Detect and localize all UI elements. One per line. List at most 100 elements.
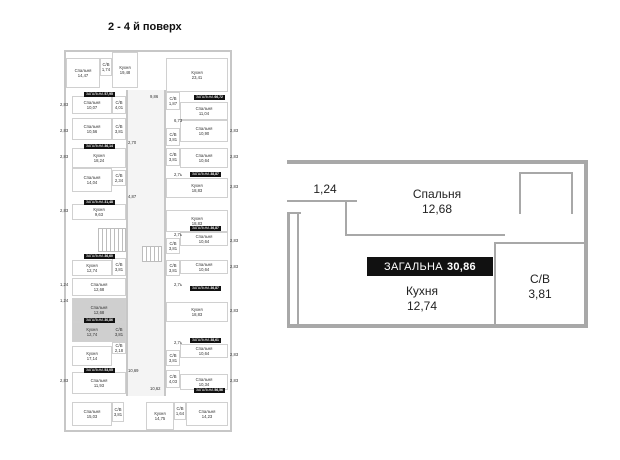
plan-total-tag-t11[interactable]: ЗАГАЛЬНА 53,05 [84, 368, 115, 373]
kitchen-label: Кухня 12,74 [357, 284, 487, 314]
plan-wall [64, 50, 232, 52]
plan-dimension-d25: 2,83 [230, 378, 239, 383]
plan-room-area: 3,81 [168, 137, 178, 142]
plan-total-tag-t10[interactable]: ЗАГАЛЬНА 38,61 [190, 338, 221, 343]
plan-dimension-d21: 2,83 [230, 352, 239, 357]
plan-room-area: 3,81 [114, 267, 124, 272]
plan-dimension-d9: 2,7ь [174, 172, 183, 177]
plan-dimension-d3: 2,70 [128, 140, 137, 145]
kitchen-name: Кухня [405, 284, 439, 298]
plan-dimension-d23: 2,83 [60, 378, 69, 383]
plan-tag-value: 53,05 [104, 368, 113, 372]
plan-room-area: 10,64 [198, 158, 210, 163]
plan-room-name: Кухня [86, 351, 98, 356]
plan-room-name: С/В [169, 132, 177, 137]
plan-total-tag-t9[interactable]: ЗАГАЛЬНА 30,86 [84, 318, 115, 323]
plan-total-tag-t12[interactable]: ЗАГАЛЬНА 56,56 [194, 388, 225, 393]
plan-room-name: Кухня [93, 153, 105, 158]
plan-room-area: 3,81 [168, 157, 178, 162]
bedroom-label: Спальня 12,68 [367, 187, 507, 217]
plan-room-area: 3,81 [114, 129, 124, 134]
plan-room-name: Спальня [74, 68, 92, 73]
plan-room-area: 11,04 [198, 111, 210, 116]
apt-wall-bottom [287, 324, 588, 328]
plan-tag-label: ЗАГАЛЬНА [196, 95, 215, 99]
plan-room-name: Кухня [93, 207, 105, 212]
plan-dimension-d4: 2,83 [230, 128, 239, 133]
plan-wall [64, 430, 232, 432]
plan-room-name: Спальня [195, 346, 213, 351]
plan-tag-label: ЗАГАЛЬНА [86, 318, 105, 322]
plan-room-name: Кухня [191, 183, 203, 188]
plan-wall [230, 50, 232, 430]
total-area-badge: ЗАГАЛЬНА 30,86 [367, 257, 493, 276]
plan-room-area: 10,90 [198, 131, 210, 136]
elevator-shaft [142, 246, 162, 262]
plan-room-area: 10,07 [86, 105, 98, 110]
plan-total-tag-t2[interactable]: ЗАГАЛЬНА 66,72 [194, 95, 225, 100]
total-area-value: 30,86 [446, 260, 476, 273]
total-area-label: ЗАГАЛЬНА [384, 260, 443, 273]
kitchen-area: 12,74 [406, 299, 438, 313]
plan-tag-label: ЗАГАЛЬНА [192, 226, 211, 230]
plan-room-name: Спальня [195, 377, 213, 382]
plan-room-area: 15,03 [86, 414, 98, 419]
plan-total-tag-t5[interactable]: ЗАГАЛЬНА 31,48 [84, 200, 115, 205]
plan-room-name: Кухня [154, 411, 166, 416]
plan-room-name: С/В [115, 100, 123, 105]
apt-wall-niche [571, 172, 573, 214]
plan-room-area: 9,63 [94, 212, 104, 217]
plan-room-name: С/В [169, 96, 177, 101]
plan-total-tag-t4[interactable]: ЗАГАЛЬНА 38,87 [190, 172, 221, 177]
apt-window-frame [297, 212, 299, 328]
plan-room-area: 2,18 [114, 348, 124, 353]
plan-room-name: Спальня [83, 124, 101, 129]
apt-wall-niche [519, 172, 521, 214]
plan-room-name: Кухня [86, 327, 98, 332]
plan-room-name: Спальня [195, 234, 213, 239]
plan-room-area: 3,81 [168, 246, 178, 251]
plan-room-name: Спальня [90, 378, 108, 383]
plan-total-tag-t1[interactable]: ЗАГАЛЬНА 57,95 [84, 92, 115, 97]
plan-total-tag-t7[interactable]: ЗАГАЛЬНА 36,60 [84, 254, 115, 259]
apt-wall-left [287, 212, 290, 328]
plan-tag-value: 38,87 [210, 172, 219, 176]
plan-tag-value: 36,60 [104, 254, 113, 258]
plan-tag-value: 57,95 [104, 92, 113, 96]
plan-tag-value: 36,87 [210, 226, 219, 230]
plan-room-name: Спальня [195, 126, 213, 131]
apt-wall-balcony [287, 200, 357, 202]
apt-wall-right [584, 160, 588, 328]
apt-window-frame [287, 212, 301, 214]
plan-total-tag-t3[interactable]: ЗАГАЛЬНА 36,14 [84, 144, 115, 149]
plan-total-tag-t8[interactable]: ЗАГАЛЬНА 36,87 [190, 286, 221, 291]
plan-room-name: Кухня [191, 307, 203, 312]
bathroom-area: 3,81 [528, 287, 552, 301]
apt-wall-bath [494, 242, 496, 326]
plan-dimension-d24: 10,62 [150, 386, 161, 391]
plan-room-area: 3,81 [114, 332, 124, 337]
plan-dimension-d11: 2,83 [230, 184, 239, 189]
plan-tag-label: ЗАГАЛЬНА [86, 144, 105, 148]
plan-total-tag-t6[interactable]: ЗАГАЛЬНА 36,87 [190, 226, 221, 231]
plan-room-area: 11,93 [93, 383, 105, 388]
